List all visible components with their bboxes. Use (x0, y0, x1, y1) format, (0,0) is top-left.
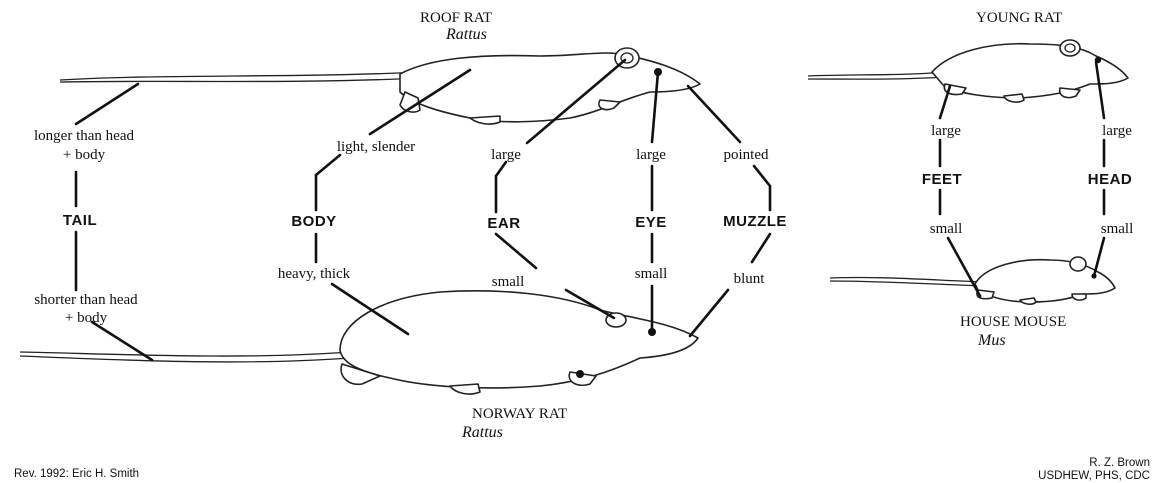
young-rat-illustration (808, 40, 1128, 102)
head-mouse-description: small (1101, 221, 1134, 237)
body-norway-description: heavy, thick (278, 266, 351, 282)
ear-roof-description: large (491, 147, 521, 163)
roof-rat-genus: Rattus (445, 26, 487, 43)
muzzle-norway-description: blunt (734, 271, 766, 287)
body-roof-description: light, slender (337, 139, 415, 155)
author-credit: R. Z. Brown (1089, 457, 1150, 469)
tail-roof-description-line1: longer than head (34, 128, 134, 144)
ear-norway-description: small (492, 274, 525, 290)
tail-norway-description-line2: + body (65, 310, 108, 326)
feet-young-description: large (931, 123, 961, 139)
house-mouse-genus: Mus (977, 332, 1006, 349)
young-rat-title: YOUNG RAT (976, 10, 1062, 26)
feet-label: FEET (922, 171, 962, 188)
feet-mouse-description: small (930, 221, 963, 237)
agency-credit: USDHEW, PHS, CDC (1038, 470, 1150, 482)
ear-label: EAR (487, 215, 520, 232)
head-young-description: large (1102, 123, 1132, 139)
revision-credit: Rev. 1992: Eric H. Smith (14, 468, 139, 480)
roof-rat-illustration (60, 48, 700, 124)
tail-label: TAIL (63, 212, 97, 229)
eye-roof-description: large (636, 147, 666, 163)
muzzle-label: MUZZLE (723, 213, 787, 230)
eye-norway-description: small (635, 266, 668, 282)
eye-label: EYE (635, 214, 667, 231)
house-mouse-title: HOUSE MOUSE (960, 314, 1066, 330)
body-label: BODY (291, 213, 336, 230)
tail-roof-description-line2: + body (63, 147, 106, 163)
roof-rat-title: ROOF RAT (420, 10, 492, 26)
norway-rat-title: NORWAY RAT (472, 406, 567, 422)
tail-norway-description-line1: shorter than head (34, 292, 138, 308)
muzzle-roof-description: pointed (724, 147, 769, 163)
head-label: HEAD (1088, 171, 1133, 188)
norway-rat-genus: Rattus (461, 424, 503, 441)
